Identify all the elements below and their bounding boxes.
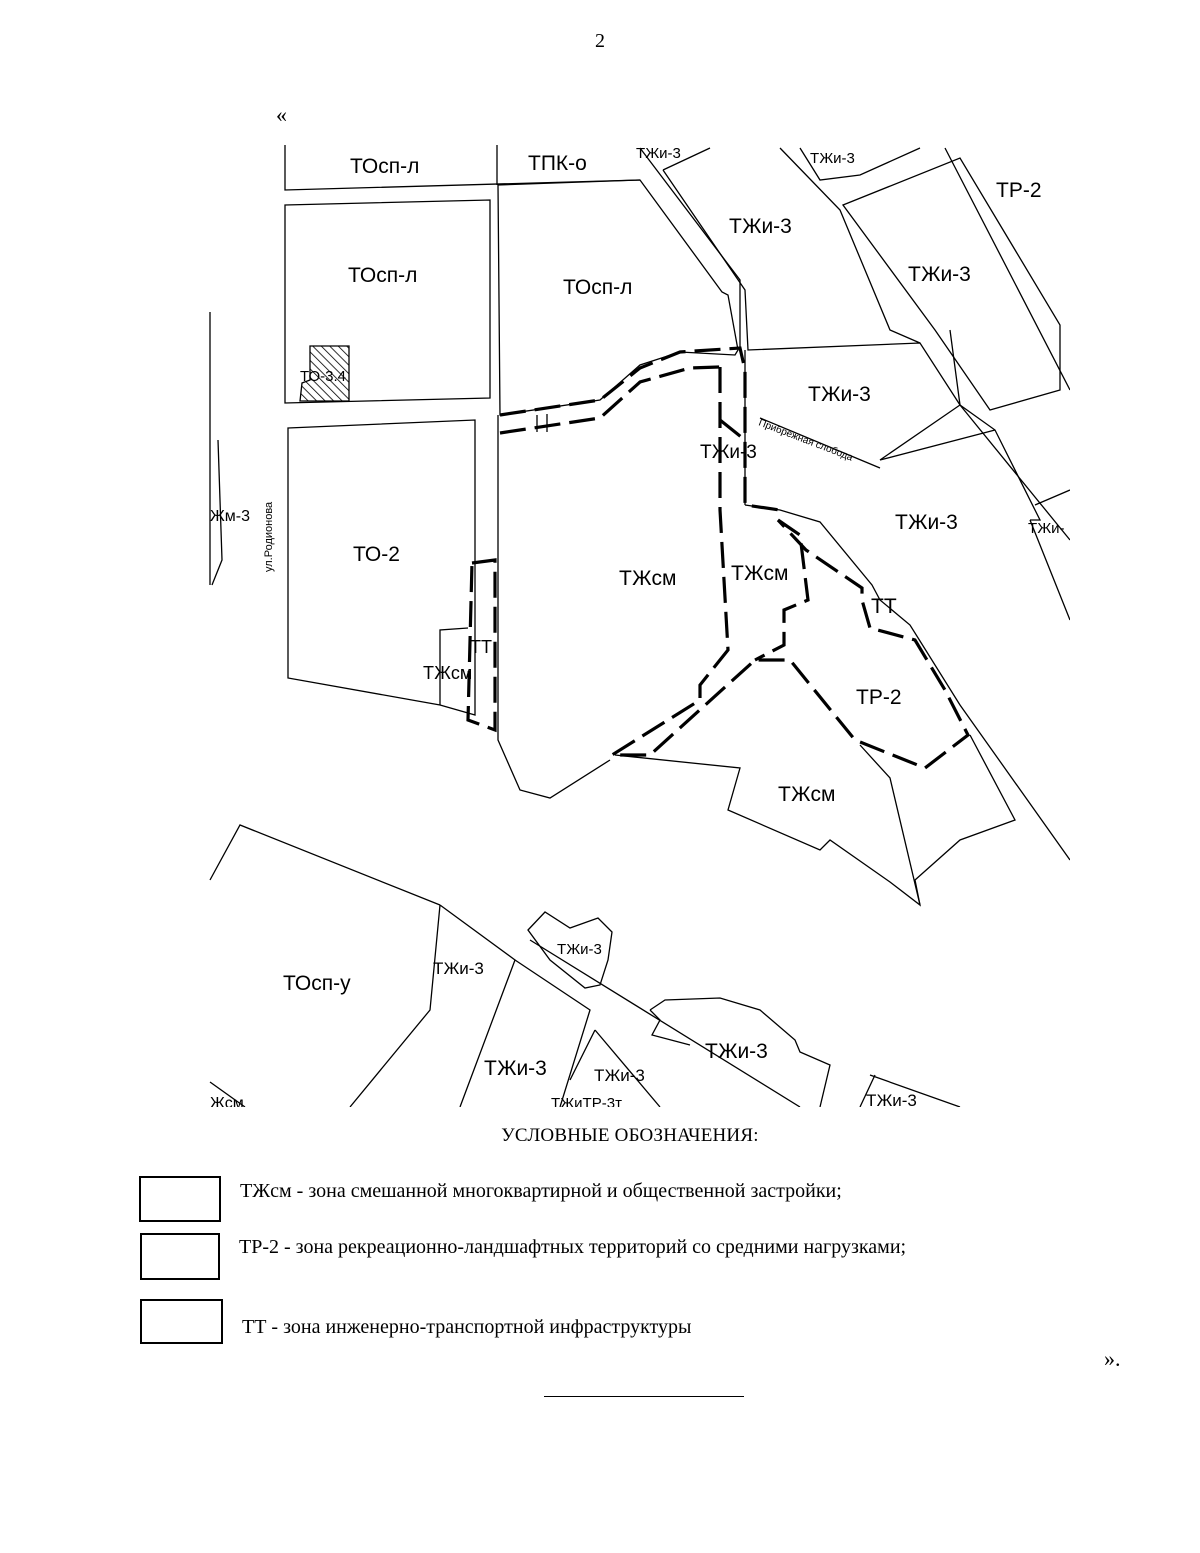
boundary-line xyxy=(284,145,641,191)
zone-label: ТОсп-у xyxy=(283,972,351,995)
zone-label: ТЖи-3 xyxy=(808,383,871,406)
street-label-rodionova: ул.Родионова xyxy=(263,501,275,572)
road-edge xyxy=(759,417,881,469)
road-edge xyxy=(514,959,591,1107)
boundary-dashed-ttzone-top2 xyxy=(499,365,721,435)
road-edge xyxy=(639,147,741,350)
zone-label: Жсм xyxy=(210,1095,244,1112)
block-outline xyxy=(649,1009,691,1046)
zone-label: ТЖи-3 xyxy=(866,1091,917,1110)
block-outline xyxy=(287,419,476,716)
legend-text-tr2: ТР-2 - зона рекреационно-ландшафтных тер… xyxy=(239,1236,907,1258)
opening-quote: « xyxy=(276,102,287,127)
to-3-4-hatched-area xyxy=(299,345,350,402)
zone-label: ТЖсм xyxy=(731,562,788,585)
zone-label: ТО-2 xyxy=(353,543,400,566)
page-number: 2 xyxy=(595,30,605,52)
block-outline xyxy=(497,179,739,416)
road-edge xyxy=(859,1074,876,1107)
road-edge xyxy=(662,147,711,171)
zone-label: ТЖсм xyxy=(619,567,676,590)
block-outline xyxy=(284,199,491,404)
zone-label: ТЖи-3 xyxy=(636,145,681,162)
block-outline xyxy=(497,430,611,799)
block-outline xyxy=(614,734,1016,907)
block-outline xyxy=(841,157,1061,411)
zone-label: ТТ xyxy=(470,637,492,657)
zone-label: ТЖи-3 xyxy=(700,442,757,463)
road-edge xyxy=(529,939,801,1107)
boundary-dashed-tt-left xyxy=(466,558,497,733)
legend-swatch-tr2 xyxy=(140,1233,220,1280)
zone-label: ТО-3.4 xyxy=(300,368,346,385)
boundary-dashed-tt xyxy=(754,518,810,662)
zone-label: ТЖи-3 xyxy=(433,959,484,978)
street-label-naberezhnaya: Прибрежная слобода xyxy=(757,417,855,464)
legend-text-tt: ТТ - зона инженерно-транспортной инфраст… xyxy=(242,1316,692,1338)
bottom-divider xyxy=(544,1396,744,1397)
road-edge xyxy=(209,824,441,906)
zone-label: ТОсп-л xyxy=(348,264,417,287)
zone-label: ТЖи-3 xyxy=(810,150,855,167)
road-edge xyxy=(1034,489,1070,506)
block-outline xyxy=(439,627,469,705)
zone-label: ТОсп-л xyxy=(563,276,632,299)
road-edge xyxy=(949,329,1042,521)
road-edge xyxy=(799,147,921,181)
zone-label: ТЖи-3 xyxy=(557,941,602,958)
zone-label: ТЖи-3 xyxy=(729,215,792,238)
block-outline xyxy=(649,997,831,1107)
zone-label: ТЖи-3 xyxy=(895,511,958,534)
road-edge xyxy=(211,439,223,586)
road-edge xyxy=(349,904,441,1107)
zone-label: ТЖиТР-3т xyxy=(551,1095,622,1112)
zone-label: ТЖи-3 xyxy=(484,1057,547,1080)
legend-text-tzhsm: ТЖсм - зона смешанной многоквартирной и … xyxy=(240,1180,842,1202)
zone-label: ТЖи-3 xyxy=(908,263,971,286)
legend-swatch-tt xyxy=(140,1299,223,1344)
zone-label: ТТ xyxy=(871,595,897,618)
legend-swatch-tzhsm xyxy=(139,1176,221,1222)
block-outline xyxy=(527,911,613,989)
road-edge xyxy=(209,1081,246,1107)
road-edge xyxy=(662,169,961,461)
zone-label: ТЖсм xyxy=(778,783,835,806)
closing-quote: ». xyxy=(1104,1346,1121,1371)
zone-label: ТР-2 xyxy=(856,686,902,709)
zone-label: ТЖсм xyxy=(423,663,472,683)
road-edge xyxy=(869,1074,961,1107)
zone-label: Жм-3 xyxy=(210,508,250,525)
road-edge xyxy=(779,147,921,344)
zone-label: ТОсп-л xyxy=(350,155,419,178)
boundary-dashed-small xyxy=(719,418,746,442)
zone-label: ТЖи-3 xyxy=(594,1066,645,1085)
block-outline xyxy=(879,429,996,461)
road-edge xyxy=(959,404,1070,541)
boundary-dashed-ttzone-top xyxy=(499,346,781,512)
legend-title: УСЛОВНЫЕ ОБОЗНАЧЕНИЯ: xyxy=(501,1125,759,1146)
road-edge xyxy=(944,147,1070,391)
block-outline xyxy=(744,504,1070,861)
boundary-dashed-inner xyxy=(606,367,971,770)
road-edge xyxy=(569,1029,596,1081)
road-edge xyxy=(1029,519,1070,621)
zone-label: ТР-2 xyxy=(996,179,1042,202)
zone-label: ТЖи- xyxy=(1028,520,1065,537)
block-outline xyxy=(859,744,921,906)
zone-label: ТПК-о xyxy=(528,152,587,175)
zone-label: ТЖи-3 xyxy=(705,1040,768,1063)
tt-marker xyxy=(536,414,548,432)
road-edge xyxy=(594,1029,661,1107)
